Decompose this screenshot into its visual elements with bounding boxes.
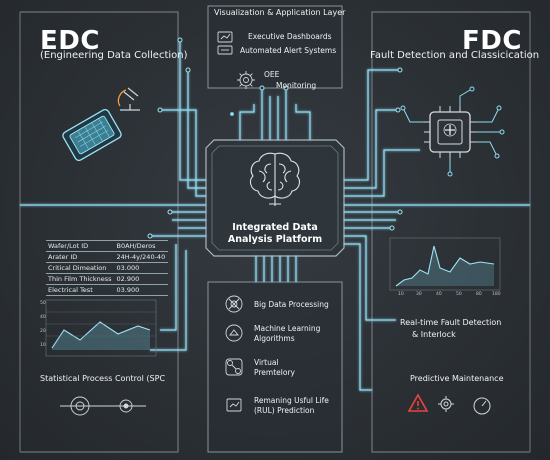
edc-title: EDC bbox=[40, 26, 100, 56]
warning-icon bbox=[407, 393, 429, 412]
viz-title: Visualization & Application Layer bbox=[214, 8, 346, 17]
gear-icon bbox=[237, 71, 255, 89]
gear-wrench-icon bbox=[438, 396, 454, 412]
svg-text:50: 50 bbox=[40, 300, 46, 306]
viz-monitoring: Monitoring bbox=[276, 81, 317, 90]
table-cell-value: 02.900 bbox=[114, 273, 168, 285]
cap-vm-line2: Premtelory bbox=[254, 368, 295, 377]
table-cell-value: 03.900 bbox=[114, 284, 168, 296]
capabilities-box bbox=[207, 281, 343, 453]
table-cell-label: Electrical Test bbox=[46, 284, 115, 296]
gauge-icon bbox=[473, 397, 491, 415]
fault-trend-chart bbox=[389, 237, 501, 291]
alert-icon bbox=[217, 45, 233, 55]
svg-text:50: 50 bbox=[456, 291, 462, 297]
table-cell-label: Wafer/Lot ID bbox=[46, 240, 115, 252]
svg-text:40: 40 bbox=[40, 314, 46, 320]
brain-icon bbox=[249, 152, 301, 206]
svg-text:180: 180 bbox=[492, 291, 501, 297]
spc-label: Statistical Process Control (SPC bbox=[40, 374, 166, 383]
svg-text:30: 30 bbox=[416, 291, 422, 297]
edc-panel-border bbox=[20, 11, 179, 453]
table-cell-label: Arater ID bbox=[46, 251, 115, 263]
sensor-chip-icon bbox=[400, 86, 505, 177]
microscope-icon bbox=[117, 87, 140, 111]
fdc-title: FDC bbox=[462, 26, 522, 56]
fdc-subtitle: Fault Detection and Classicication bbox=[370, 50, 540, 61]
realtime-fault-label: Real-time Fault Detection bbox=[400, 318, 502, 327]
cap-ml-line2: Algorithms bbox=[254, 334, 295, 343]
table-cell-value: 03.000 bbox=[114, 262, 168, 274]
svg-text:40: 40 bbox=[436, 291, 442, 297]
viz-item-alerts: Automated Alert Systems bbox=[240, 46, 337, 55]
ml-icon bbox=[225, 324, 243, 342]
cap-rul-line1: Remaning Usful Life bbox=[254, 396, 329, 405]
viz-layer-box bbox=[207, 5, 343, 89]
spc-chart bbox=[45, 299, 157, 357]
svg-text:20: 20 bbox=[40, 328, 46, 334]
viz-oee: OEE bbox=[264, 70, 280, 79]
cap-ml-line1: Machine Learning bbox=[254, 324, 321, 333]
dashboard-icon bbox=[217, 31, 233, 43]
rul-icon bbox=[226, 398, 242, 412]
svg-text:80: 80 bbox=[476, 291, 482, 297]
virtual-metrology-icon bbox=[225, 358, 243, 376]
cap-big-data: Big Data Processing bbox=[254, 300, 329, 309]
predictive-maintenance-label: Predictive Maintenance bbox=[410, 374, 504, 383]
svg-text:10: 10 bbox=[398, 291, 404, 297]
table-cell-label: Thin Film Thickness bbox=[46, 273, 115, 285]
cap-vm-line1: Virtual bbox=[254, 358, 279, 367]
table-cell-value: B0AH/Deros bbox=[114, 240, 168, 252]
wafer-chip-icon bbox=[62, 108, 122, 162]
svg-text:10: 10 bbox=[40, 342, 46, 348]
platform-title: Integrated Data Analysis Platform bbox=[227, 222, 323, 245]
table-cell-label: Critical Dimeation bbox=[46, 262, 115, 274]
interlock-label: & Interlock bbox=[412, 330, 456, 339]
target-icon bbox=[60, 396, 146, 416]
cap-rul-line2: (RUL) Prediction bbox=[254, 406, 315, 415]
fdc-panel-border bbox=[371, 11, 530, 453]
viz-item-dashboards: Executive Dashboards bbox=[248, 32, 332, 41]
table-cell-value: 24H-4y/240-40 bbox=[114, 251, 168, 263]
big-data-icon bbox=[225, 295, 243, 313]
edc-subtitle: (Engineering Data Collection) bbox=[40, 50, 188, 61]
